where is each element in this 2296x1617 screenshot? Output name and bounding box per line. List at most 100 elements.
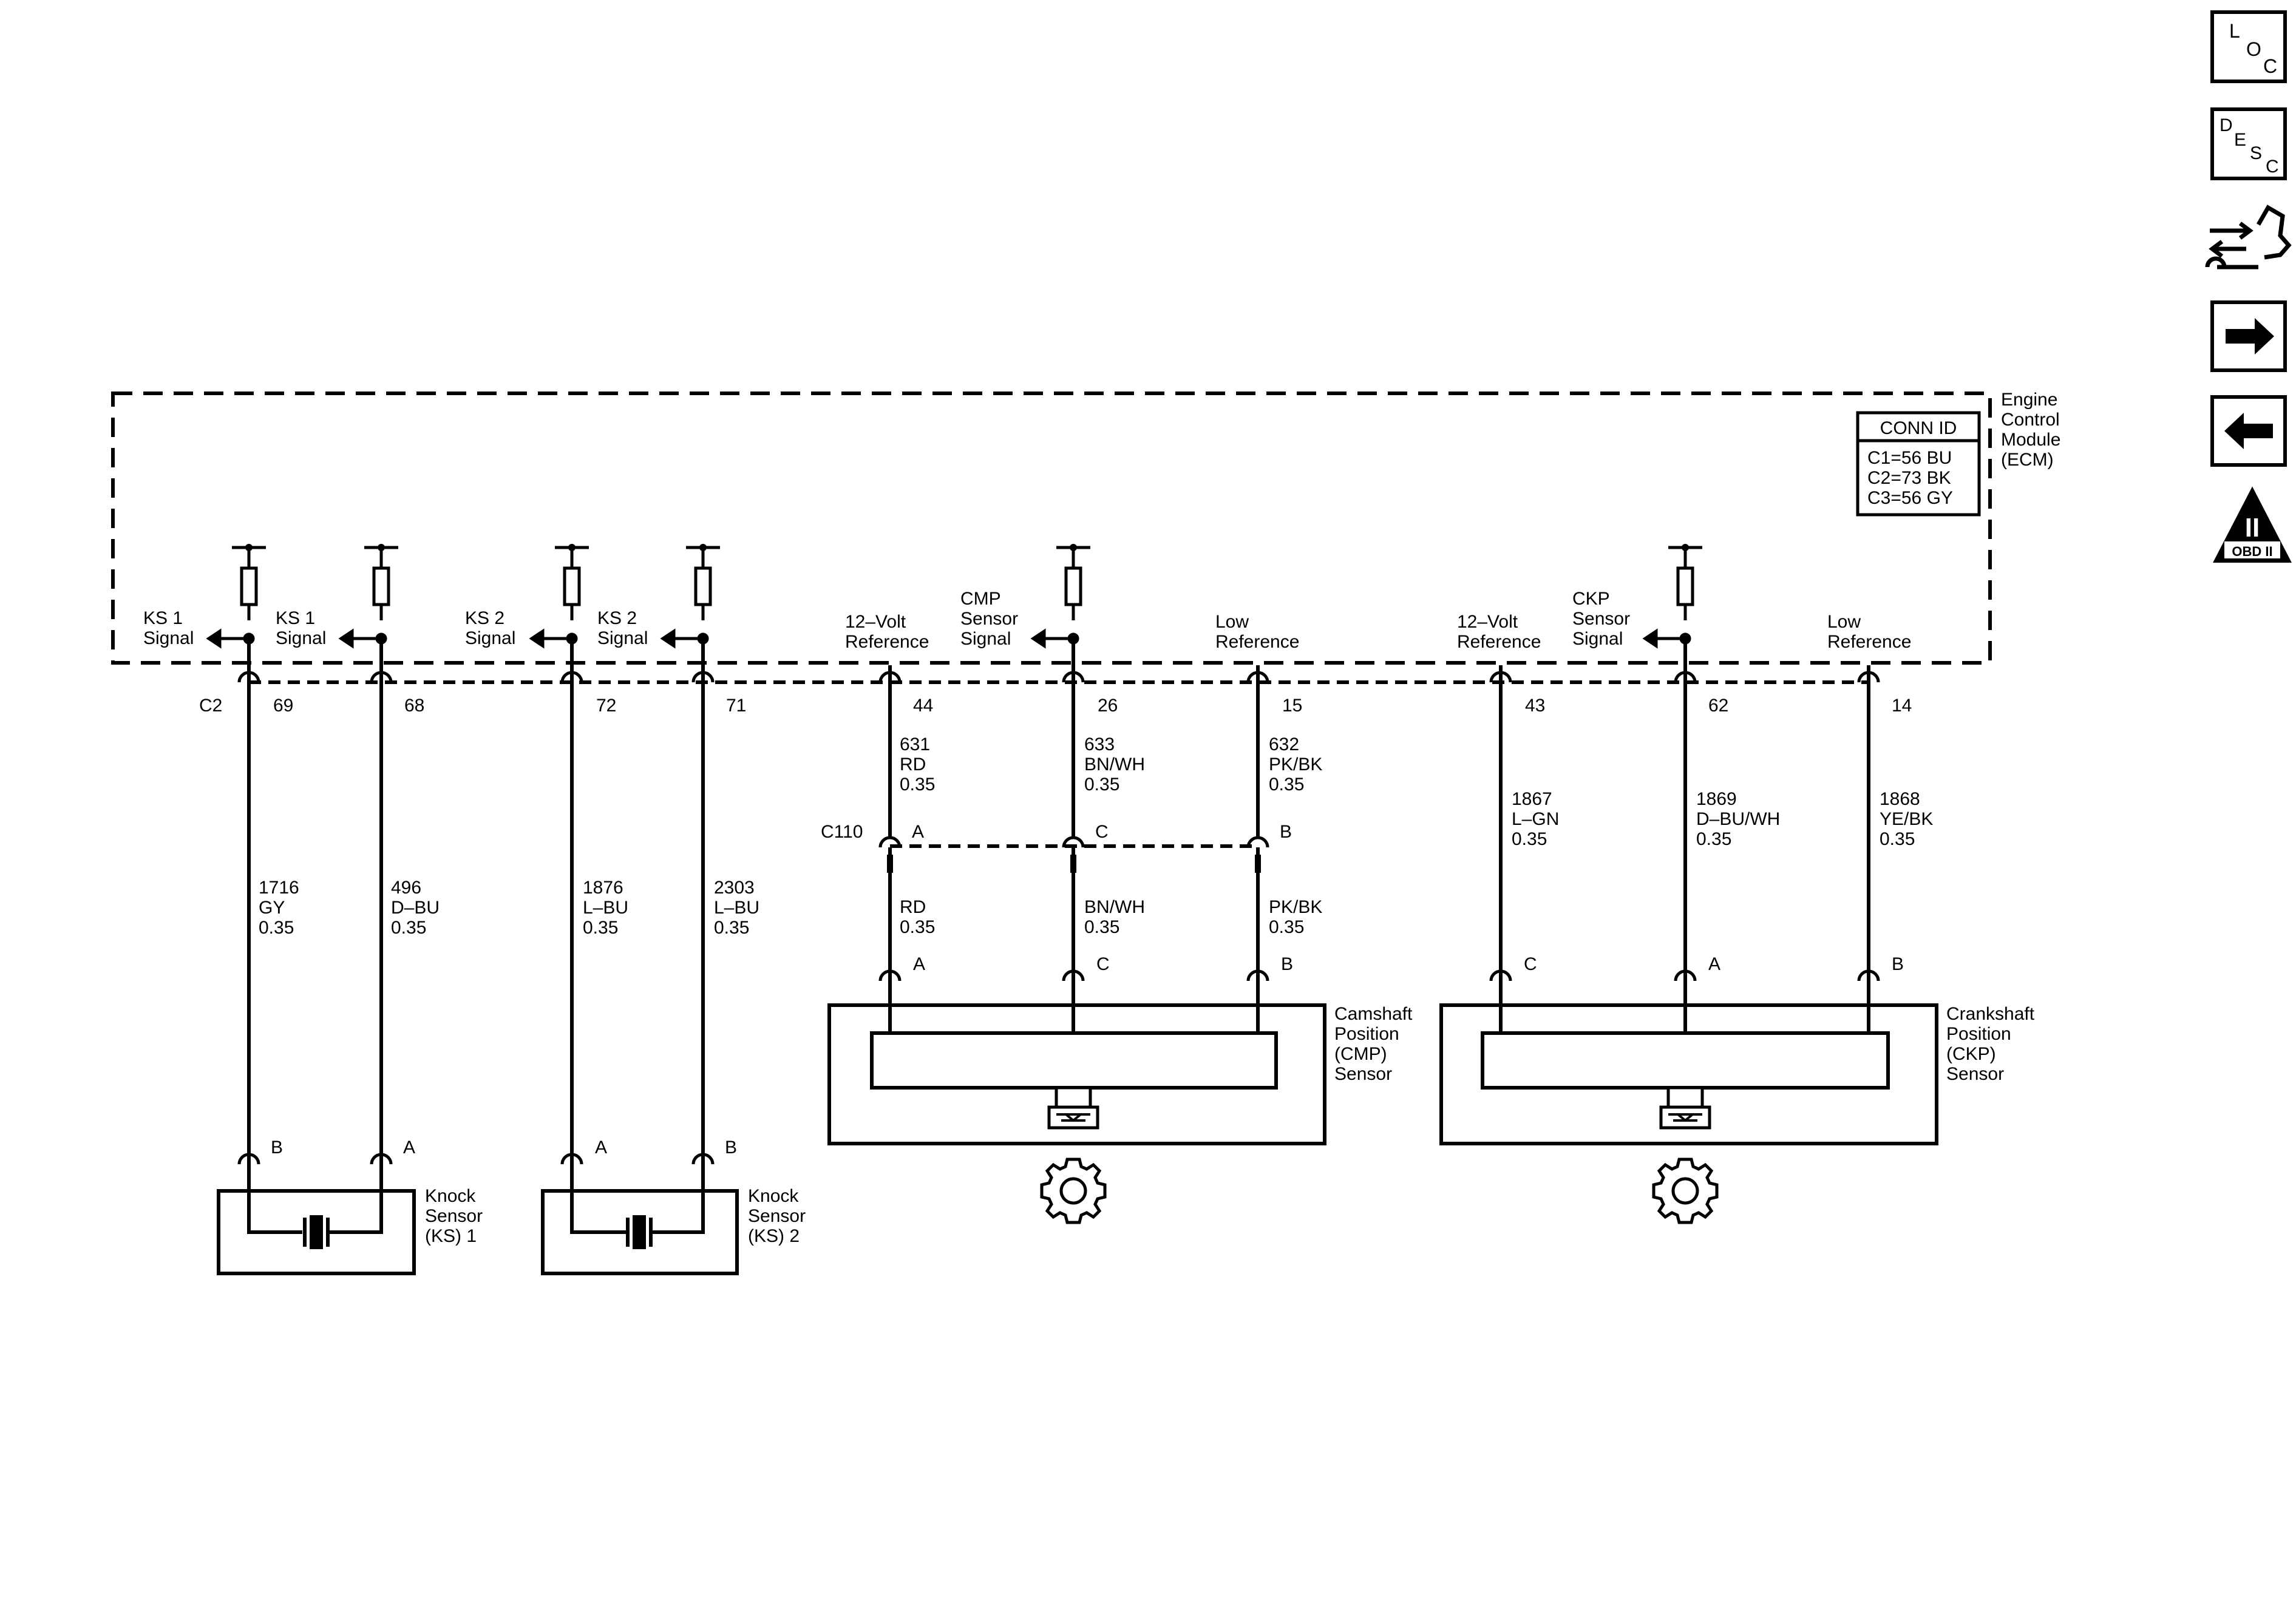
- cmp-reluctor-gear-icon: [1042, 1159, 1105, 1222]
- svg-text:(ECM): (ECM): [2001, 450, 2054, 470]
- svg-text:0.35: 0.35: [714, 918, 749, 938]
- ckp-sensor-label: Crankshaft Position (CKP) Sensor: [1946, 1004, 2035, 1084]
- svg-text:YE/BK: YE/BK: [1880, 809, 1933, 829]
- svg-text:B: B: [725, 1137, 737, 1158]
- svg-text:(CMP): (CMP): [1334, 1044, 1387, 1064]
- cmp-sensor: [827, 971, 1326, 1145]
- svg-text:Sensor: Sensor: [748, 1206, 806, 1226]
- ckp-sensor: [1439, 971, 1938, 1145]
- cmp-pullup: [1056, 544, 1090, 620]
- svg-text:Low: Low: [1215, 612, 1249, 632]
- svg-text:B: B: [1280, 822, 1292, 842]
- svg-text:(KS) 2: (KS) 2: [748, 1226, 800, 1246]
- svg-text:KS 1: KS 1: [143, 608, 183, 628]
- svg-text:Sensor: Sensor: [960, 609, 1018, 629]
- ks2b-pullup: [686, 544, 720, 620]
- svg-text:Sensor: Sensor: [1572, 609, 1630, 629]
- svg-text:A: A: [913, 954, 925, 974]
- svg-text:B: B: [1281, 954, 1293, 974]
- svg-text:S: S: [2250, 143, 2262, 163]
- svg-text:1876: 1876: [583, 878, 623, 898]
- diagnostic-repair-button[interactable]: [2205, 205, 2292, 270]
- cmp-signal-label: CMP Sensor Signal: [960, 589, 1018, 649]
- svg-text:KS 1: KS 1: [276, 608, 315, 628]
- svg-text:GY: GY: [259, 898, 285, 918]
- svg-text:B: B: [271, 1137, 283, 1158]
- svg-text:15: 15: [1282, 696, 1302, 716]
- svg-text:Reference: Reference: [845, 632, 929, 652]
- svg-text:L: L: [2229, 20, 2240, 42]
- wire-label-26: 633 BN/WH 0.35: [1084, 734, 1145, 795]
- svg-text:C: C: [1524, 954, 1537, 974]
- wire-label-68: 496 D–BU 0.35: [391, 878, 440, 938]
- svg-text:CMP: CMP: [960, 589, 1001, 609]
- arrow-right-icon: [2226, 318, 2274, 354]
- svg-text:Signal: Signal: [143, 628, 194, 648]
- wire-label-14: 1868 YE/BK 0.35: [1880, 789, 1933, 849]
- ks1a-pullup: [232, 544, 266, 620]
- svg-text:(CKP): (CKP): [1946, 1044, 1996, 1064]
- wire-label-c110-b: PK/BK 0.35: [1269, 897, 1322, 937]
- ks1a-signal-label: KS 1 Signal: [143, 608, 194, 648]
- svg-text:633: 633: [1084, 734, 1115, 754]
- svg-text:0.35: 0.35: [1696, 829, 1731, 849]
- svg-text:Knock: Knock: [425, 1186, 476, 1206]
- knock-sensor-2: [541, 1154, 739, 1275]
- next-button[interactable]: [2210, 300, 2287, 372]
- arrow-left-icon: [2224, 413, 2273, 449]
- ks2-pin-letters: A B: [595, 1137, 737, 1158]
- ks2-label: Knock Sensor (KS) 2: [748, 1186, 806, 1246]
- svg-text:C: C: [1096, 954, 1110, 974]
- svg-text:0.35: 0.35: [1269, 917, 1304, 937]
- svg-text:0.35: 0.35: [900, 775, 935, 795]
- svg-text:68: 68: [404, 696, 424, 716]
- previous-button[interactable]: [2210, 395, 2287, 467]
- svg-text:Sensor: Sensor: [425, 1206, 483, 1226]
- svg-text:Module: Module: [2001, 430, 2060, 450]
- svg-text:Camshaft: Camshaft: [1334, 1004, 1413, 1024]
- svg-text:0.35: 0.35: [1084, 917, 1119, 937]
- svg-text:Position: Position: [1946, 1024, 2011, 1044]
- svg-text:14: 14: [1892, 696, 1912, 716]
- svg-text:496: 496: [391, 878, 421, 898]
- svg-text:43: 43: [1525, 696, 1545, 716]
- svg-text:26: 26: [1098, 696, 1118, 716]
- svg-text:C1=56 BU: C1=56 BU: [1867, 448, 1952, 468]
- svg-text:Knock: Knock: [748, 1186, 799, 1206]
- ecm-pin-numbers: 69 68 72 71 44 26 15 43 62 14: [273, 696, 1912, 716]
- svg-text:KS 2: KS 2: [597, 608, 637, 628]
- svg-text:0.35: 0.35: [259, 918, 294, 938]
- svg-text:Crankshaft: Crankshaft: [1946, 1004, 2035, 1024]
- wire-label-72: 1876 L–BU 0.35: [583, 878, 628, 938]
- svg-text:1716: 1716: [259, 878, 299, 898]
- description-button[interactable]: D E S C: [2210, 107, 2287, 180]
- ckp-pin-letters: C A B: [1524, 954, 1904, 974]
- c110-terminals: [880, 838, 1268, 873]
- cmp-pin-letters: A C B: [913, 954, 1293, 974]
- wire-label-c110-c: BN/WH 0.35: [1084, 897, 1145, 937]
- ecm-label: Engine Control Module (ECM): [2001, 390, 2060, 470]
- svg-text:PK/BK: PK/BK: [1269, 897, 1322, 917]
- svg-text:KS 2: KS 2: [465, 608, 504, 628]
- svg-text:0.35: 0.35: [1512, 829, 1547, 849]
- svg-text:A: A: [595, 1137, 607, 1158]
- svg-text:C: C: [2263, 55, 2277, 77]
- svg-text:OBD II: OBD II: [2232, 544, 2272, 559]
- svg-text:Signal: Signal: [597, 628, 648, 648]
- svg-text:D–BU/WH: D–BU/WH: [1696, 809, 1780, 829]
- ks2b-signal-label: KS 2 Signal: [597, 608, 648, 648]
- svg-text:(KS) 1: (KS) 1: [425, 1226, 477, 1246]
- obd-ii-button[interactable]: II OBD II: [2213, 486, 2292, 563]
- svg-text:Low: Low: [1827, 612, 1861, 632]
- knock-sensor-1: [217, 1154, 416, 1275]
- svg-text:12–Volt: 12–Volt: [845, 612, 906, 632]
- ecm-boundary: [111, 392, 1992, 665]
- svg-text:Sensor: Sensor: [1334, 1064, 1392, 1084]
- svg-text:0.35: 0.35: [583, 918, 618, 938]
- svg-text:C: C: [2266, 157, 2279, 177]
- svg-text:Signal: Signal: [276, 628, 326, 648]
- svg-text:C3=56 GY: C3=56 GY: [1867, 488, 1953, 508]
- location-button[interactable]: L O C: [2210, 10, 2287, 83]
- wire-label-c110-a: RD 0.35: [900, 897, 935, 937]
